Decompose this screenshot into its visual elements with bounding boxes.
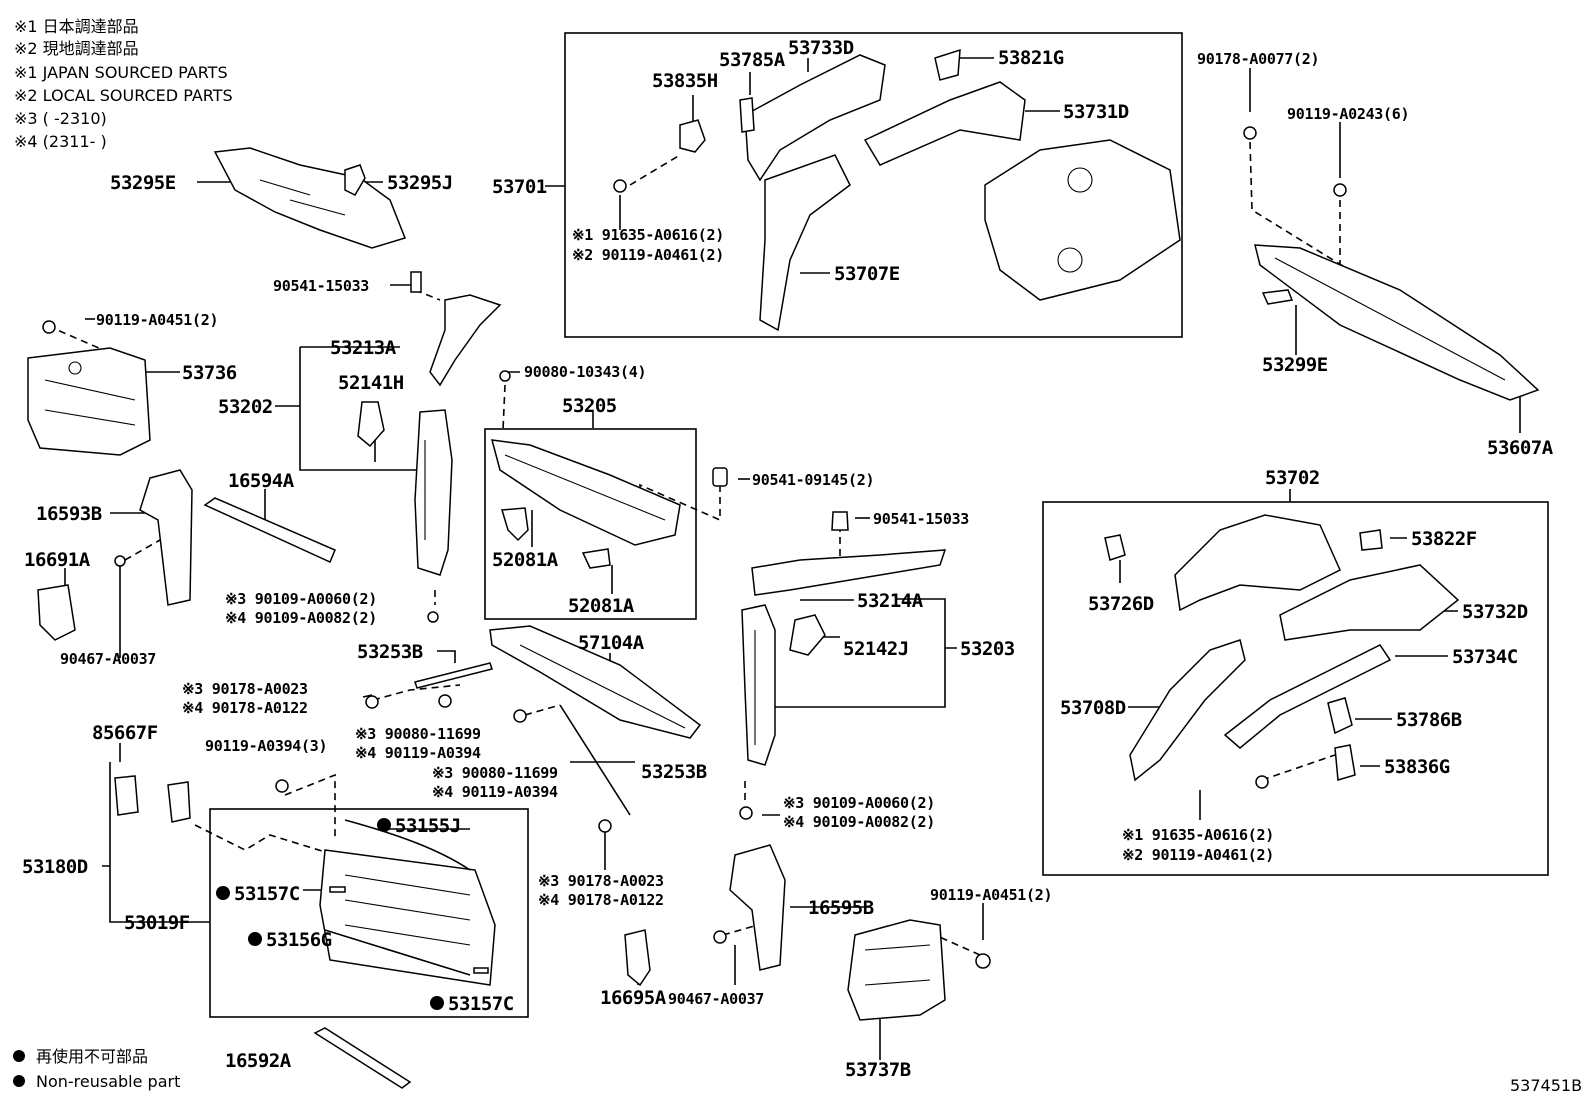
label-53835H: 53835H [652,70,718,92]
part-shapes [27,48,1540,1089]
label-52081A-b: 52081A [568,595,635,617]
label-53821G: 53821G [998,47,1064,69]
label-53253B-a: 53253B [357,641,423,663]
label-53295E: 53295E [110,172,176,194]
label-16595B: 16595B [808,897,874,919]
note-6: ※4 (2311- ) [14,132,107,151]
note-1: ※1 日本調達部品 [14,17,139,36]
label-90467-a: 90467-A0037 [60,650,156,668]
label-90541-15033-a: 90541-15033 [273,277,369,295]
label-53203: 53203 [960,638,1015,660]
label-90541-15033-b: 90541-15033 [873,510,969,528]
label-85667F: 85667F [92,722,158,744]
legend: 再使用不可部品 Non-reusable part [36,1047,180,1091]
label-16691A: 16691A [24,549,91,571]
label-91635-e1: ※1 91635-A0616(2) [1122,826,1274,844]
label-16593B: 16593B [36,503,102,525]
label-90109-a4: ※4 90109-A0082(2) [225,609,377,627]
label-90109-a3: ※3 90109-A0060(2) [225,590,377,608]
label-90109-d4: ※4 90109-A0082(2) [783,813,935,831]
label-53253B-b: 53253B [641,761,707,783]
label-53157C-a: 53157C [234,883,300,905]
label-53734C: 53734C [1452,646,1518,668]
box-53019F [209,808,529,1018]
non-reusable-markers [13,818,444,1087]
label-53836G: 53836G [1384,756,1450,778]
label-90467-b: 90467-A0037 [668,990,764,1008]
note-3: ※1 JAPAN SOURCED PARTS [14,63,228,82]
label-53786B: 53786B [1396,709,1462,731]
label-90080-10343: 90080-10343(4) [524,363,646,381]
label-53202: 53202 [218,396,273,418]
label-52141H: 52141H [338,372,404,394]
label-53607A: 53607A [1487,437,1554,459]
label-90119-A0451-b: 90119-A0451(2) [930,886,1052,904]
label-52081A-a: 52081A [492,549,559,571]
label-90541-09145: 90541-09145(2) [752,471,874,489]
label-90080-c3: ※3 90080-11699 [432,764,558,782]
legend-jp: 再使用不可部品 [36,1047,148,1066]
label-90080-b3: ※3 90080-11699 [355,725,481,743]
label-90119-A0243: 90119-A0243(6) [1287,105,1409,123]
label-90119-A0394: 90119-A0394(3) [205,737,327,755]
bracket-53180D [102,762,210,923]
label-53156G: 53156G [266,929,332,951]
notes-block: ※1 日本調達部品 ※2 現地調達部品 ※1 JAPAN SOURCED PAR… [14,17,233,151]
label-53155J: 53155J [395,815,461,837]
bracket-53202 [275,346,425,471]
label-53702: 53702 [1265,467,1320,489]
label-16695A: 16695A [600,987,667,1009]
label-53733D: 53733D [788,37,854,59]
diagram-id: 537451B [1510,1076,1582,1095]
label-90119-e2: ※2 90119-A0461(2) [1122,846,1274,864]
note-4: ※2 LOCAL SOURCED PARTS [14,86,233,105]
box-53205 [484,428,697,620]
label-53213A: 53213A [330,337,397,359]
label-53205: 53205 [562,395,617,417]
label-90119-a2: ※2 90119-A0461(2) [572,246,724,264]
legend-en: Non-reusable part [36,1072,180,1091]
label-90178-c4: ※4 90178-A0122 [538,891,664,909]
label-53731D: 53731D [1063,101,1129,123]
label-53708D: 53708D [1060,697,1126,719]
note-5: ※3 ( -2310) [14,109,107,128]
label-53299E: 53299E [1262,354,1328,376]
label-52142J: 52142J [843,638,909,660]
label-53019F: 53019F [124,912,190,934]
label-53295J: 53295J [387,172,453,194]
note-2: ※2 現地調達部品 [14,39,139,58]
bracket-53203 [750,598,957,708]
label-90178-c3: ※3 90178-A0023 [538,872,664,890]
label-90178-a3: ※3 90178-A0023 [182,680,308,698]
label-53736: 53736 [182,362,237,384]
label-57104A: 57104A [578,632,645,654]
label-90109-d3: ※3 90109-A0060(2) [783,794,935,812]
label-53785A: 53785A [719,49,786,71]
label-90178-a4: ※4 90178-A0122 [182,699,308,717]
label-53737B: 53737B [845,1059,911,1081]
label-53732D: 53732D [1462,601,1528,623]
label-90178-A0077: 90178-A0077(2) [1197,50,1319,68]
label-53707E: 53707E [834,263,900,285]
label-53180D: 53180D [22,856,88,878]
label-53701: 53701 [492,176,547,198]
box-53702 [1042,501,1549,876]
label-53157C-b: 53157C [448,993,514,1015]
box-53701 [564,32,1183,338]
label-16592A: 16592A [225,1050,292,1072]
label-16594A: 16594A [228,470,295,492]
label-90119-b4: ※4 90119-A0394 [355,744,481,762]
label-91635-a1: ※1 91635-A0616(2) [572,226,724,244]
label-53214A: 53214A [857,590,924,612]
label-53726D: 53726D [1088,593,1154,615]
part-labels: 53295E 53295J 90541-15033 90119-A0451(2)… [22,37,1554,1081]
label-90119-c4: ※4 90119-A0394 [432,783,558,801]
label-90119-A0451-a: 90119-A0451(2) [96,311,218,329]
label-53822F: 53822F [1411,528,1477,550]
